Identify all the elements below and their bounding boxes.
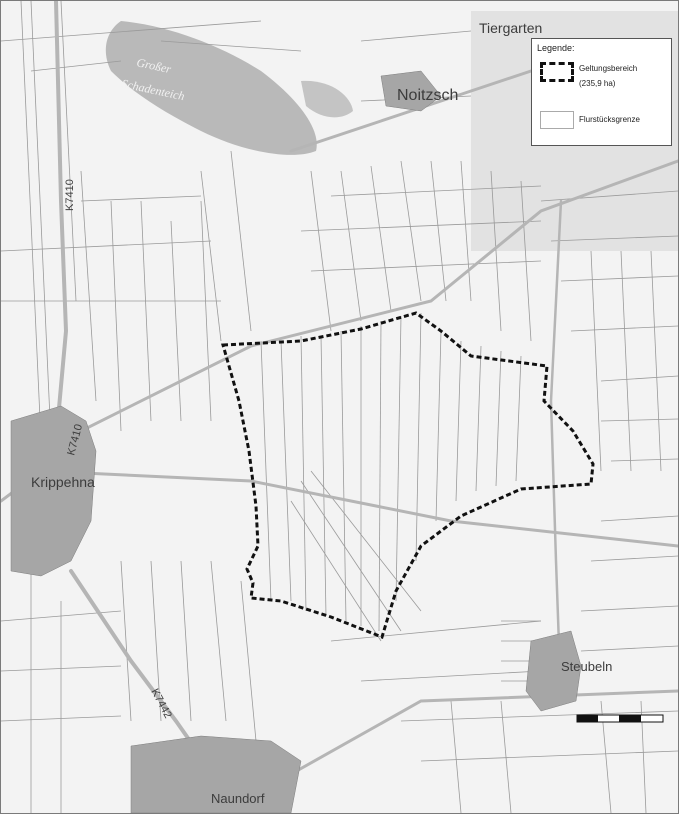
lake-shape-east [301, 80, 353, 118]
road-south [259, 689, 678, 793]
legend-symbol-geltungsbereich [540, 62, 574, 82]
legend-symbol-flurstuecksgrenze [540, 111, 574, 129]
geltungsbereich-boundary [221, 311, 595, 639]
roads [1, 1, 678, 793]
lake-shape [105, 21, 317, 155]
legend: Legende: Geltungsbereich (235,9 ha) Flur… [531, 38, 672, 146]
road-label-k7410-north: K7410 [64, 179, 76, 211]
legend-title: Legende: [537, 43, 575, 53]
settlement-naundorf [130, 735, 302, 813]
road-k7410 [54, 1, 69, 443]
place-label-naundorf: Naundorf [211, 791, 265, 806]
place-label-tiergarten: Tiergarten [479, 20, 542, 36]
legend-label-flurstuecksgrenze: Flurstücksgrenze [579, 115, 640, 124]
legend-label-geltungsbereich: Geltungsbereich [579, 64, 638, 73]
settlement-kruppehna [10, 405, 97, 577]
settlements [10, 70, 582, 813]
settlement-noitzsch [380, 70, 442, 112]
road-steubeln [549, 199, 563, 703]
road-main-east [39, 469, 678, 548]
road-northeast [59, 159, 678, 443]
place-label-steubeln: Steubeln [561, 659, 612, 674]
place-label-kruppehna: Krippehna [31, 474, 95, 490]
settlement-steubeln [525, 630, 582, 712]
scale-bar [576, 714, 664, 723]
legend-sublabel-area: (235,9 ha) [579, 79, 616, 88]
place-label-noitzsch: Noitzsch [397, 87, 458, 104]
